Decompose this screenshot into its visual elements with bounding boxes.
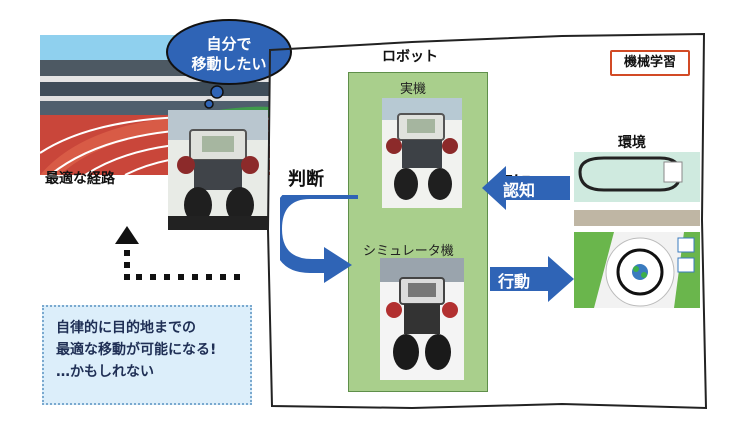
speech-bubble (166, 19, 292, 109)
judgment-label: 判断 (288, 169, 324, 190)
environment-photo-track (574, 152, 700, 226)
note-box: 自律的に目的地までの 最適な移動が可能になる! …かもしれない (42, 305, 252, 405)
speech-line-2: 移動したい (191, 55, 267, 73)
real-machine-label: 実機 (400, 82, 427, 97)
machine-learning-tag: 機械学習 (610, 50, 690, 76)
simulator-machine-label: シミュレータ機 (363, 244, 454, 259)
optimal-route-label: 最適な経路 (45, 171, 115, 187)
robot-label: ロボット (382, 49, 438, 65)
speech-bubble-text: 自分で 移動したい (174, 34, 284, 74)
action-arrow-text: 行動 (498, 272, 531, 291)
simulator-robot-image (380, 258, 464, 380)
note-line-1: 自律的に目的地までの (56, 320, 196, 336)
real-robot-photo (382, 98, 462, 208)
action-arrow (490, 256, 574, 302)
machine-learning-frame (266, 32, 708, 410)
environment-photo-field (574, 232, 700, 308)
speech-line-1: 自分で (206, 35, 252, 53)
environment-label: 環境 (618, 135, 646, 151)
note-line-3: …かもしれない (56, 364, 154, 380)
judgment-curved-arrow (280, 195, 358, 283)
note-line-2: 最適な移動が可能になる! (56, 342, 217, 358)
robot-photo-left (168, 110, 268, 230)
recognition-arrow-text: 認知 (503, 181, 536, 200)
recognition-arrow (482, 166, 570, 210)
dotted-up-arrow (115, 226, 240, 280)
